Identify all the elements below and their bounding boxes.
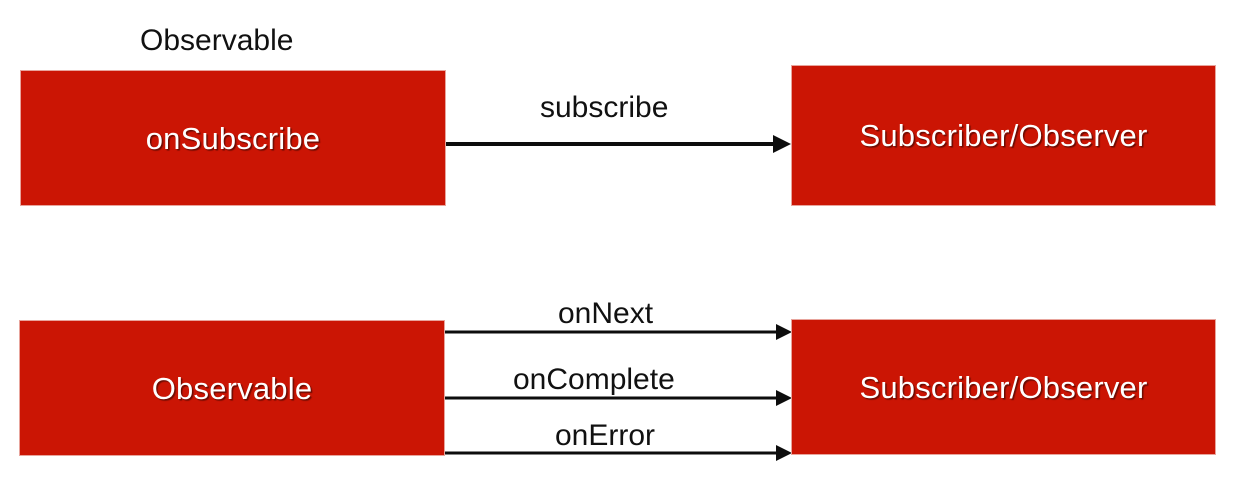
arrow-head-icon [776, 323, 792, 340]
observable-caption-top: Observable [140, 24, 294, 57]
arrow-shaft [445, 330, 776, 333]
arrow-head-icon [773, 134, 791, 153]
node-box-subscriber-observer-top-label: Subscriber/Observer [859, 118, 1148, 153]
edge-label-on-complete: onComplete [513, 363, 675, 396]
arrow-shaft [445, 396, 776, 399]
node-box-observable-label: Observable [151, 370, 313, 406]
arrow-on-complete [445, 389, 792, 406]
edge-label-on-next: onNext [558, 297, 654, 330]
arrow-head-icon [776, 444, 792, 461]
arrow-on-next [445, 323, 792, 340]
edge-label-on-error: onError [555, 419, 656, 452]
node-box-on-subscribe-label: onSubscribe [145, 120, 321, 156]
node-box-subscriber-observer-bottom-label: Subscriber/Observer [859, 369, 1148, 405]
arrow-shaft [445, 451, 776, 454]
arrow-shaft [446, 141, 773, 146]
node-box-on-subscribe[interactable]: onSubscribe [20, 70, 446, 206]
arrow-on-error [445, 444, 792, 461]
node-box-observable[interactable]: Observable [19, 320, 445, 456]
node-box-subscriber-observer-top[interactable]: Subscriber/Observer [791, 65, 1216, 206]
edge-label-subscribe: subscribe [540, 91, 669, 124]
node-box-subscriber-observer-bottom[interactable]: Subscriber/Observer [791, 319, 1216, 455]
arrow-head-icon [776, 389, 792, 406]
arrow-subscribe [446, 134, 791, 153]
